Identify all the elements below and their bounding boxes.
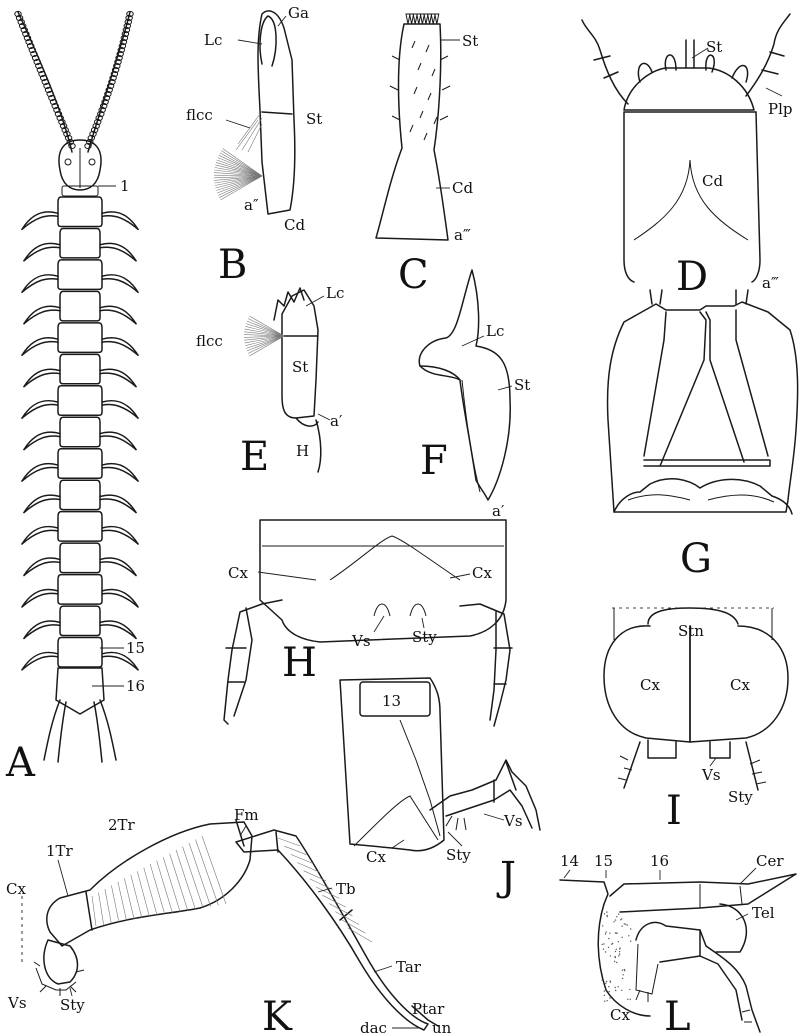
cd-label: Cd (284, 216, 305, 234)
cx-label: Cx (6, 880, 26, 898)
tr1-label: 1Tr (46, 842, 74, 860)
tar-label: Tar (396, 958, 422, 976)
flcc-label: flcc (186, 106, 213, 124)
st-label: St (706, 38, 722, 56)
st-label: St (306, 110, 322, 128)
figure-k-leg: 2Tr Fm 1Tr Cx Tb Tar Ptar Vs Sty dac un … (6, 806, 452, 1036)
cd-label: Cd (452, 179, 473, 197)
j-leg (430, 760, 540, 830)
tb-label: Tb (336, 880, 356, 898)
ga-label: Ga (288, 4, 309, 22)
figure-c-plate: St Cd a‴ C (376, 14, 478, 298)
lc-label: Lc (326, 284, 344, 302)
body-legs (22, 212, 138, 670)
segment-16-label: 16 (650, 852, 669, 870)
sty-label: Sty (412, 628, 437, 646)
a1-label: a′ (330, 412, 343, 430)
dac-label: dac (360, 1019, 387, 1036)
cx-left-label: Cx (640, 676, 660, 694)
cx-right-label: Cx (730, 676, 750, 694)
k-coxa (36, 940, 78, 990)
terminal-segment (44, 668, 116, 762)
tel-label: Tel (752, 904, 775, 922)
tr2-label: 2Tr (108, 816, 136, 834)
antennae (15, 11, 133, 152)
vs-label: Vs (701, 766, 721, 784)
figure-a-centipede: 1 15 16 A (5, 11, 145, 786)
cx-right-label: Cx (472, 564, 492, 582)
vs-label: Vs (7, 994, 27, 1012)
figure-l-letter: L (664, 994, 691, 1036)
cx-label: Cx (610, 1006, 630, 1024)
st-label: St (462, 32, 478, 50)
right-leg (460, 604, 512, 726)
h-label: H (296, 442, 309, 460)
segment-16-label: 16 (126, 677, 145, 695)
cx-label: Cx (366, 848, 386, 866)
figure-l-posterior: 14 15 16 Cer Tel Cx L (560, 852, 796, 1036)
figure-k-letter: K (262, 994, 293, 1036)
lc-label: Lc (204, 31, 222, 49)
segment-15-label: 15 (594, 852, 613, 870)
cx-left-label: Cx (228, 564, 248, 582)
figure-f-mandible: Lc St a′ F (419, 270, 530, 520)
figure-e-letter: E (240, 434, 269, 480)
a2-label: a″ (244, 196, 259, 214)
body-segments (58, 186, 102, 667)
segment-1-label: 1 (120, 177, 130, 195)
vs-label: Vs (503, 812, 523, 830)
figure-i-sternite: Stn Cx Cx Vs Sty I (604, 608, 788, 834)
figure-d-letter: D (676, 254, 708, 300)
left-leg (224, 600, 282, 724)
fm-label: Fm (234, 806, 259, 824)
head (59, 140, 101, 190)
segment-15-label: 15 (126, 639, 145, 657)
ptar-label: Ptar (412, 1000, 445, 1018)
flcc-label: flcc (196, 332, 223, 350)
un-label: un (432, 1019, 452, 1036)
figure-d-labium: St Plp Cd a‴ D (582, 14, 793, 300)
segment-14-label: 14 (560, 852, 579, 870)
figure-h-letter: H (282, 640, 317, 686)
segment-13-label: 13 (382, 692, 401, 710)
figure-g-second-maxillae: G (608, 290, 798, 582)
plp-label: Plp (768, 100, 793, 118)
stn-label: Stn (678, 622, 704, 640)
figure-j-letter: J (496, 854, 516, 900)
st-label: St (514, 376, 530, 394)
figure-b-letter: B (218, 242, 247, 288)
sty-label: Sty (728, 788, 753, 806)
figure-e-mandible: Lc flcc St a′ H E (196, 284, 344, 480)
cd-label: Cd (702, 172, 723, 190)
sty-label: Sty (60, 996, 85, 1014)
lc-label: Lc (486, 322, 504, 340)
vs-label: Vs (351, 632, 371, 650)
sty-label: Sty (446, 846, 471, 864)
a1-label: a′ (492, 502, 505, 520)
a3-label: a‴ (762, 274, 779, 292)
figure-i-letter: I (666, 788, 682, 834)
figure-f-letter: F (420, 438, 448, 484)
a3-label: a‴ (454, 226, 471, 244)
figure-g-letter: G (680, 536, 712, 582)
figure-a-letter: A (5, 740, 36, 786)
cer-label: Cer (756, 852, 784, 870)
figure-j-segment: 13 Vs Cx Sty J (340, 678, 540, 900)
st-label: St (292, 358, 308, 376)
figure-c-letter: C (398, 252, 429, 298)
figure-b-maxilla: Lc Ga flcc St a″ Cd B (186, 4, 322, 288)
figure-h-sternum: Cx Cx Vs Sty H (224, 520, 512, 726)
